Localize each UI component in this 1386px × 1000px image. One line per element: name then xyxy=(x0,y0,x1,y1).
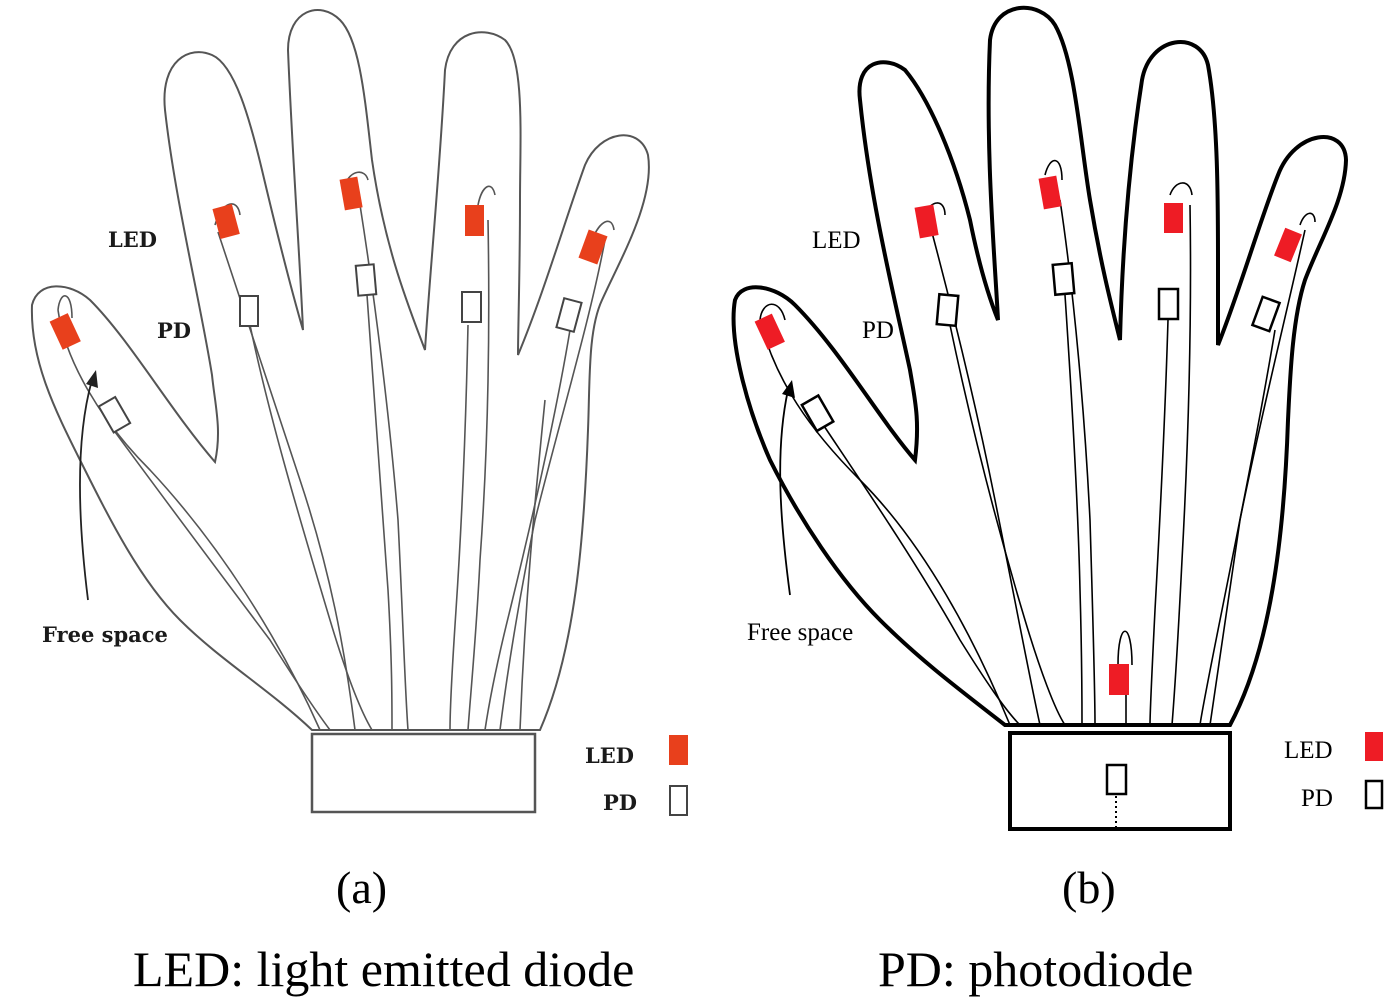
footnote-pd-definition: PD: photodiode xyxy=(878,941,1193,997)
pd-thumb-b xyxy=(800,393,836,433)
legend-led-label-a: LED xyxy=(585,743,634,768)
free-space-arrow-b xyxy=(779,389,791,596)
led-little-b xyxy=(1274,227,1302,263)
footnote-led-definition: LED: light emitted diode xyxy=(133,941,634,997)
wires-b xyxy=(759,159,1316,726)
led-thumb-b xyxy=(754,313,785,350)
free-space-arrow-a xyxy=(78,379,93,601)
pd-sensors-b xyxy=(800,261,1282,796)
led-ring-a xyxy=(465,205,484,236)
free-space-label-b: Free space xyxy=(747,619,853,646)
led-middle-a xyxy=(339,176,363,211)
legend-led-label-b: LED xyxy=(1284,737,1333,764)
caption-a: (a) xyxy=(336,862,387,913)
led-index-a xyxy=(212,203,240,240)
free-space-arrowhead-a xyxy=(86,370,98,388)
led-middle-b xyxy=(1038,175,1062,210)
caption-b: (b) xyxy=(1062,862,1116,913)
free-space-arrowhead-b xyxy=(782,380,795,398)
glove-outline-b xyxy=(731,5,1349,727)
pd-middle-b xyxy=(1051,261,1076,297)
legend-led-swatch-a xyxy=(669,735,688,765)
pd-index-a xyxy=(239,295,259,327)
led-sensors-a xyxy=(49,176,608,350)
pd-little-a xyxy=(555,296,583,334)
glove-outline-a xyxy=(30,9,650,731)
led-palm-b xyxy=(1109,664,1129,695)
pd-label-a: PD xyxy=(157,318,191,343)
pd-wrist-b xyxy=(1105,763,1128,796)
pd-sensors-a xyxy=(97,263,583,434)
pd-little-b xyxy=(1250,295,1282,333)
led-label-b: LED xyxy=(812,227,861,254)
legend-pd-swatch-b xyxy=(1364,779,1384,810)
wrist-box-b xyxy=(1008,731,1232,831)
led-thumb-a xyxy=(49,313,81,350)
led-sensors-b xyxy=(754,175,1302,695)
legend-pd-swatch-a xyxy=(669,785,688,816)
pd-thumb-a xyxy=(97,395,132,434)
legend-pd-label-b: PD xyxy=(1301,785,1333,812)
led-index-b xyxy=(914,204,939,239)
led-label-a: LED xyxy=(108,227,157,252)
pd-middle-a xyxy=(354,263,378,297)
led-ring-b xyxy=(1164,203,1183,233)
led-little-a xyxy=(578,229,608,265)
wrist-box-a xyxy=(310,732,537,814)
pd-index-b xyxy=(935,292,960,328)
panel-a: LED PD Free space LED PD (a) xyxy=(30,9,688,913)
pd-label-b: PD xyxy=(862,317,894,344)
legend-pd-label-a: PD xyxy=(603,790,637,815)
legend-led-swatch-b xyxy=(1365,732,1383,761)
pd-ring-a xyxy=(461,291,482,323)
free-space-label-a: Free space xyxy=(42,622,168,647)
pd-ring-b xyxy=(1157,287,1180,321)
panel-b: LED PD Free space LED PD (b) xyxy=(731,5,1384,913)
